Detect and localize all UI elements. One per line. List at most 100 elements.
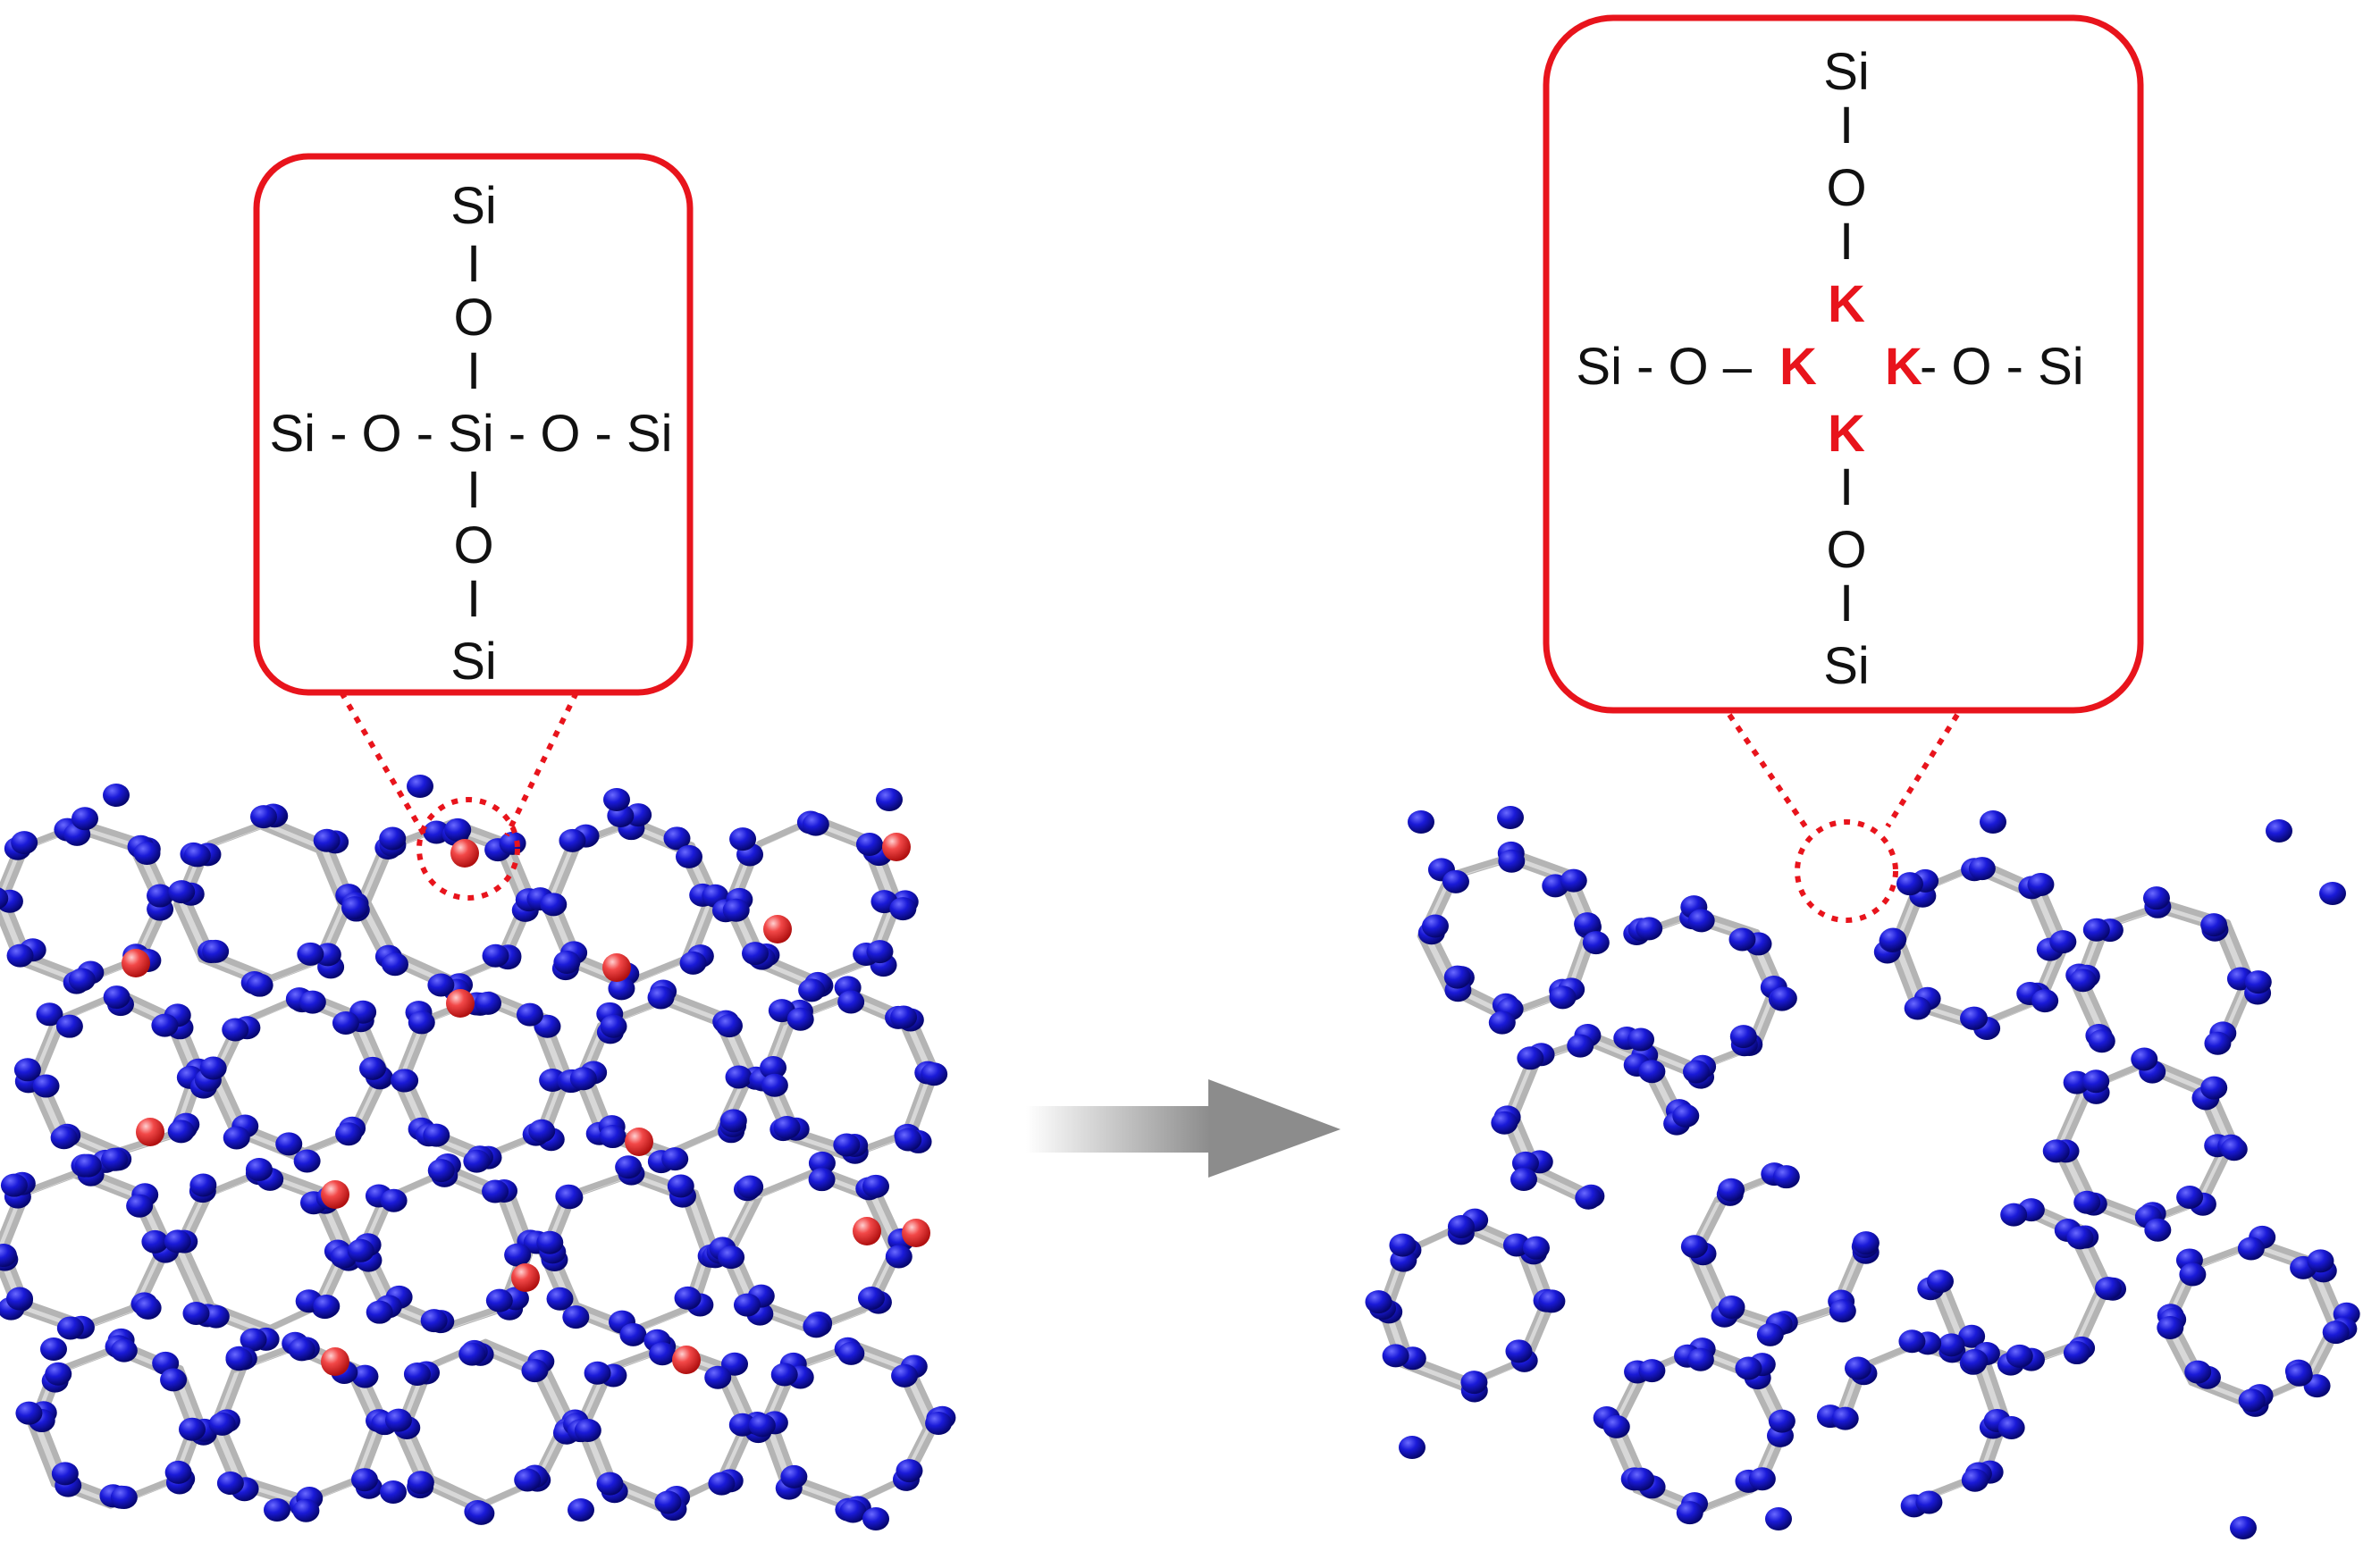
silicon-atom [202, 1304, 230, 1329]
silicon-atom [1968, 857, 1996, 881]
silicon-atom [2220, 1137, 2248, 1161]
silicon-atom [516, 1002, 543, 1027]
silicon-atom [1505, 1339, 1533, 1363]
silicon-atom [833, 1133, 861, 1157]
silicon-atom [2238, 1388, 2266, 1413]
highlighted-oxygen-atom [450, 839, 479, 868]
silicon-atom [167, 1119, 195, 1144]
silicon-atom [420, 1309, 448, 1333]
silicon-atom [1880, 927, 1907, 952]
bond [171, 1249, 205, 1314]
silicon-atom [297, 942, 324, 966]
silicon-atom [798, 978, 826, 1002]
silicon-atom [458, 1342, 486, 1366]
silicon-atom [1728, 927, 1756, 952]
silicon-atom [51, 1462, 79, 1486]
silicon-atom [803, 1314, 830, 1338]
silicon-atom [1517, 1046, 1544, 1070]
silicon-atom [1560, 868, 1587, 893]
callout-frame [1543, 14, 2144, 714]
silicon-atom [141, 1229, 169, 1254]
silicon-atom [2031, 989, 2059, 1013]
silicon-atom [2069, 968, 2097, 993]
silicon-atom [596, 1472, 624, 1496]
silicon-atom [876, 788, 903, 811]
si-bottom: Si [450, 633, 497, 691]
silicon-atom [1399, 1436, 1425, 1459]
silicon-atom [1627, 1027, 1655, 1052]
silicon-atom [921, 1062, 948, 1086]
bond [176, 1246, 210, 1312]
silicon-atom [384, 1408, 412, 1432]
silicon-atom [68, 968, 96, 992]
silicon-atom [540, 893, 568, 917]
silicon-atom [1443, 965, 1471, 989]
silicon-atom [802, 812, 829, 836]
silicon-atom [855, 833, 883, 857]
silicon-atom [482, 1179, 509, 1203]
silicon-atom [1365, 1290, 1392, 1314]
silicon-atom [649, 1342, 677, 1366]
silicon-atom [2244, 970, 2272, 994]
silicon-atom [2006, 1344, 2033, 1368]
highlighted-oxygen-atom [763, 915, 792, 943]
bond [680, 900, 710, 964]
highlighted-oxygen-atom [625, 1128, 653, 1156]
bond [537, 1367, 570, 1427]
silicon-atom [391, 1069, 419, 1093]
silicon-atom [1898, 1329, 1926, 1354]
silicon-atom [2157, 1315, 2184, 1339]
silicon-atom [2322, 1321, 2350, 1345]
silicon-atom [6, 1287, 34, 1311]
si-o-chain-row: Si - O - Si - O - Si [269, 405, 672, 463]
silicon-atom [676, 844, 703, 868]
silicon-atom [0, 1244, 18, 1268]
silicon-atom [1845, 1356, 1872, 1380]
bond [692, 1189, 719, 1251]
silicon-atom [13, 1058, 41, 1082]
bond [725, 1363, 757, 1426]
oxygen-bottom: O [1826, 521, 1866, 579]
silicon-atom [134, 1295, 162, 1320]
silicon-atom [2184, 1360, 2212, 1384]
left-zoom-connector [339, 691, 579, 901]
bond [1515, 851, 1576, 877]
silicon-atom [1510, 1168, 1537, 1191]
silicon-atom [293, 1149, 321, 1173]
silicon-atom [569, 1067, 597, 1091]
framework-atoms [0, 775, 956, 1530]
silicon-atom [1602, 1414, 1630, 1438]
silicon-atom [45, 1362, 72, 1386]
silicon-atom [760, 1056, 787, 1080]
silicon-atom [403, 1362, 431, 1386]
silicon-atom [2073, 1190, 2101, 1214]
silicon-atom [2200, 1076, 2228, 1100]
highlighted-oxygen-atom [321, 1180, 349, 1209]
potassium-bottom: K [1828, 405, 1865, 463]
silicon-atom [2063, 1341, 2090, 1365]
bond [428, 1474, 489, 1506]
silicon-atom [584, 1361, 611, 1385]
silicon-atom [1460, 1371, 1488, 1395]
bond-line: I [1839, 213, 1854, 271]
highlighted-oxygen-atom [672, 1346, 701, 1374]
highlighted-oxygen-atom [882, 833, 911, 861]
bond [173, 901, 205, 963]
silicon-atom [110, 1338, 138, 1363]
silicon-atom [1680, 1235, 1708, 1259]
silicon-atom [164, 1229, 191, 1254]
silicon-atom [335, 1122, 363, 1146]
oxygen-top: O [453, 289, 493, 347]
silicon-atom [654, 1490, 682, 1514]
silicon-atom [599, 1125, 627, 1149]
silicon-atom [1567, 1034, 1594, 1058]
silicon-atom [0, 1173, 28, 1197]
bond [659, 998, 721, 1027]
silicon-atom [32, 1074, 60, 1098]
silicon-atom [2066, 1226, 2094, 1250]
silicon-atom [225, 1347, 253, 1371]
silicon-atom [1770, 986, 1797, 1010]
silicon-atom [381, 952, 408, 977]
silicon-atom [179, 1417, 206, 1441]
silicon-atom [866, 940, 894, 964]
